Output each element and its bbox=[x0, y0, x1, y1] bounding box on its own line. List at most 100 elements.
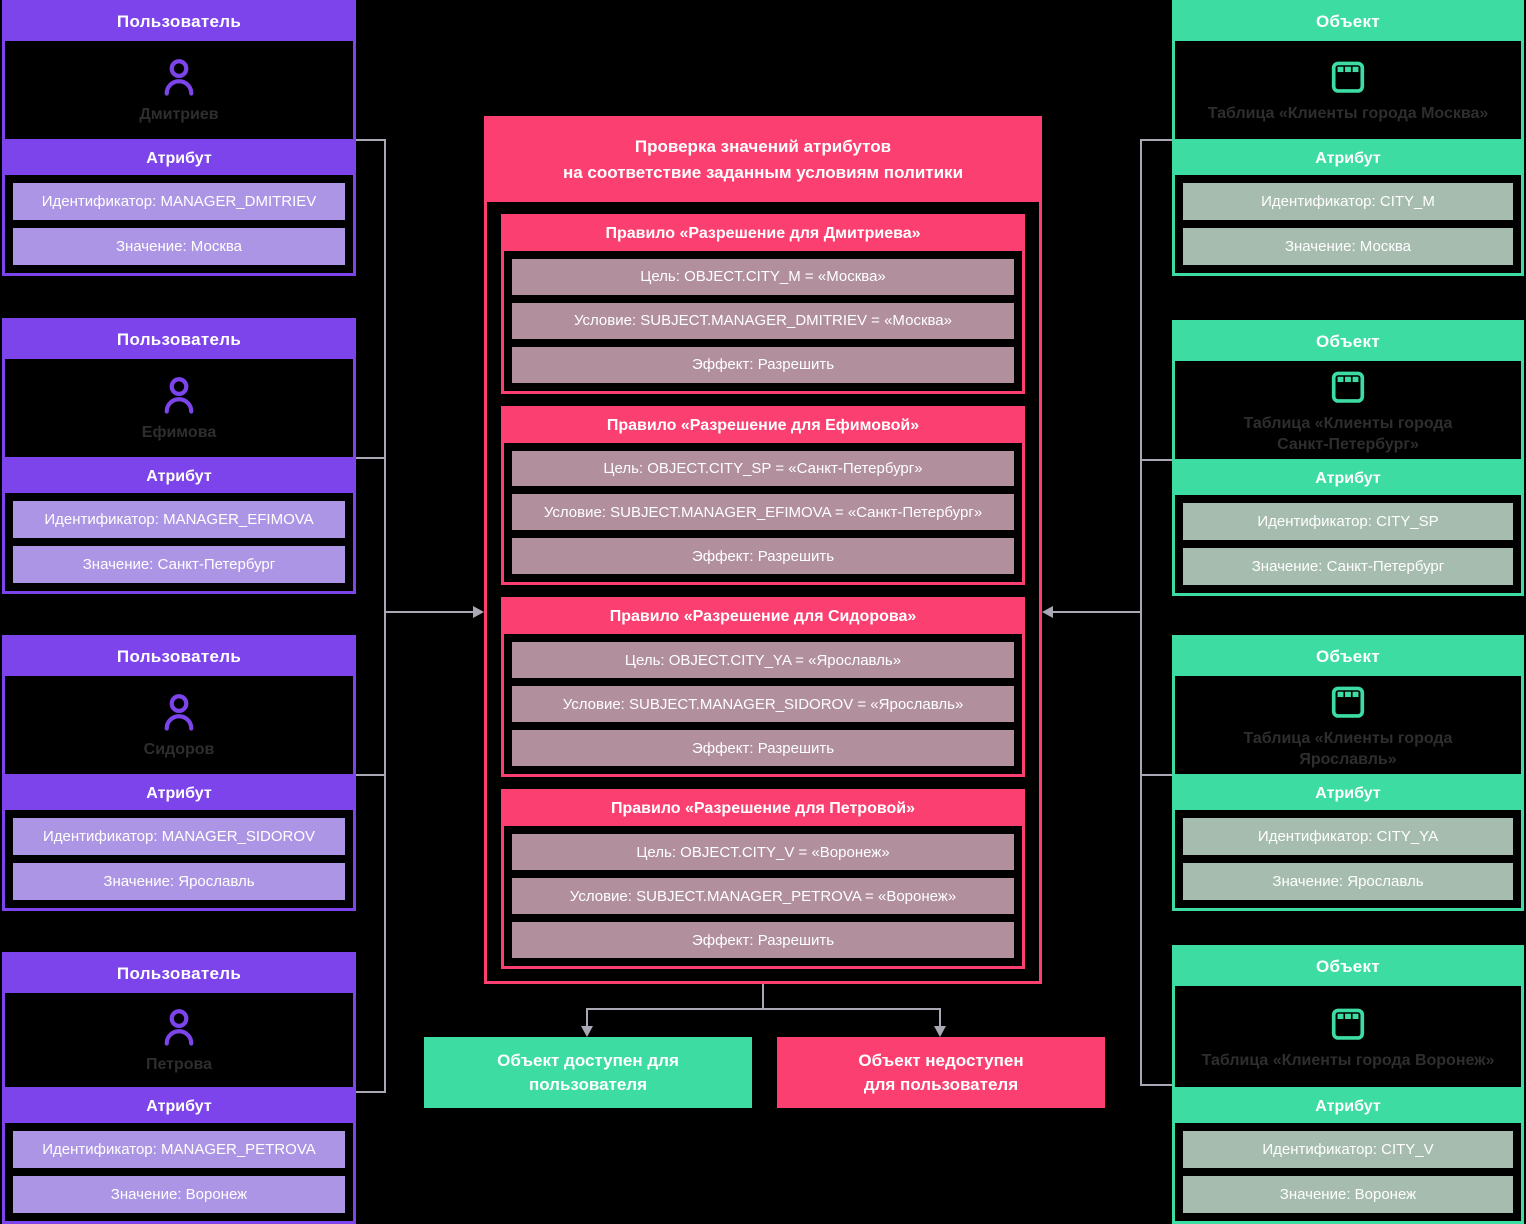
object-figure: Таблица «Клиенты города Москва» bbox=[1175, 41, 1521, 139]
allowed-arrowhead-icon bbox=[581, 1026, 593, 1037]
rule-target: Цель: OBJECT.CITY_V = «Воронеж» bbox=[512, 834, 1014, 871]
attribute-value: Значение: Воронеж bbox=[13, 1176, 345, 1213]
rule-effect: Эффект: Разрешить bbox=[512, 730, 1014, 767]
object-figure: Таблица «Клиенты города Санкт-Петербург» bbox=[1175, 361, 1521, 459]
user-icon bbox=[164, 1009, 194, 1046]
rule-efimova: Правило «Разрешение для Ефимовой» Цель: … bbox=[501, 405, 1025, 586]
user-attribute-section: Атрибут Идентификатор: MANAGER_SIDOROV З… bbox=[5, 774, 353, 908]
denied-arrowhead-icon bbox=[934, 1026, 946, 1037]
object-card-header: Объект bbox=[1175, 3, 1521, 41]
connector-left-stub-3 bbox=[356, 774, 384, 776]
attribute-label: Атрибут bbox=[1175, 777, 1521, 810]
left-arrowhead-icon bbox=[473, 606, 484, 618]
rule-dmitriev: Правило «Разрешение для Дмитриева» Цель:… bbox=[501, 213, 1025, 394]
rule-target: Цель: OBJECT.CITY_M = «Москва» bbox=[512, 258, 1014, 295]
attribute-label: Атрибут bbox=[1175, 142, 1521, 175]
rule-sidorov: Правило «Разрешение для Сидорова» Цель: … bbox=[501, 597, 1025, 778]
user-card-dmitriev: Пользователь Дмитриев Атрибут Идентифика… bbox=[2, 0, 356, 276]
object-card-yaroslavl: Объект Таблица «Клиенты города Ярославль… bbox=[1172, 635, 1524, 911]
attribute-label: Атрибут bbox=[5, 142, 353, 175]
attribute-identifier: Идентификатор: MANAGER_EFIMOVA bbox=[13, 501, 345, 538]
connector-bottom-branch bbox=[586, 1008, 941, 1010]
connector-right-arrow-line bbox=[1053, 611, 1140, 613]
user-attribute-section: Атрибут Идентификатор: MANAGER_PETROVA З… bbox=[5, 1087, 353, 1221]
attribute-value: Значение: Москва bbox=[13, 228, 345, 265]
user-card-efimova: Пользователь Ефимова Атрибут Идентификат… bbox=[2, 318, 356, 594]
user-card-header: Пользователь bbox=[5, 3, 353, 41]
attribute-label: Атрибут bbox=[1175, 1090, 1521, 1123]
user-card-petrova: Пользователь Петрова Атрибут Идентификат… bbox=[2, 952, 356, 1224]
user-name: Ефимова bbox=[141, 424, 217, 442]
user-card-header: Пользователь bbox=[5, 638, 353, 676]
rule-effect: Эффект: Разрешить bbox=[512, 538, 1014, 575]
table-icon bbox=[1331, 686, 1365, 718]
policy-panel-title: Проверка значений атрибутов на соответст… bbox=[487, 119, 1039, 202]
rule-condition: Условие: SUBJECT.MANAGER_EFIMOVA = «Санк… bbox=[512, 494, 1014, 531]
policy-check-panel: Проверка значений атрибутов на соответст… bbox=[484, 116, 1042, 984]
user-icon bbox=[164, 377, 194, 414]
rule-title: Правило «Разрешение для Ефимовой» bbox=[504, 408, 1022, 443]
attribute-label: Атрибут bbox=[1175, 462, 1521, 495]
connector-left-bus bbox=[384, 139, 386, 1093]
rule-effect: Эффект: Разрешить bbox=[512, 346, 1014, 383]
rule-condition: Условие: SUBJECT.MANAGER_PETROVA = «Воро… bbox=[512, 878, 1014, 915]
connector-drop-denied bbox=[939, 1008, 941, 1028]
attribute-value: Значение: Москва bbox=[1183, 228, 1513, 265]
user-card-header: Пользователь bbox=[5, 321, 353, 359]
attribute-value: Значение: Ярославль bbox=[13, 863, 345, 900]
outcome-denied-line-2: для пользователя bbox=[863, 1074, 1019, 1094]
attribute-value: Значение: Санкт-Петербург bbox=[1183, 548, 1513, 585]
object-card-moscow: Объект Таблица «Клиенты города Москва» А… bbox=[1172, 0, 1524, 276]
object-card-header: Объект bbox=[1175, 948, 1521, 986]
object-name: Таблица «Клиенты города Москва» bbox=[1207, 105, 1489, 123]
rule-target: Цель: OBJECT.CITY_SP = «Санкт-Петербург» bbox=[512, 450, 1014, 487]
attribute-identifier: Идентификатор: CITY_YA bbox=[1183, 818, 1513, 855]
user-figure: Дмитриев bbox=[5, 41, 353, 139]
outcome-denied-line-1: Объект недоступен bbox=[858, 1050, 1024, 1070]
connector-drop-allowed bbox=[586, 1008, 588, 1028]
rule-target: Цель: OBJECT.CITY_YA = «Ярославль» bbox=[512, 642, 1014, 679]
rule-title: Правило «Разрешение для Петровой» bbox=[504, 792, 1022, 827]
attribute-value: Значение: Ярославль bbox=[1183, 863, 1513, 900]
attribute-value: Значение: Воронеж bbox=[1183, 1176, 1513, 1213]
object-attribute-section: Атрибут Идентификатор: CITY_V Значение: … bbox=[1175, 1087, 1521, 1221]
connector-left-stub-2 bbox=[356, 457, 384, 459]
user-figure: Петрова bbox=[5, 993, 353, 1087]
policy-rules-list: Правило «Разрешение для Дмитриева» Цель:… bbox=[487, 201, 1039, 981]
connector-bottom-stem bbox=[762, 984, 764, 1010]
attribute-identifier: Идентификатор: MANAGER_SIDOROV bbox=[13, 818, 345, 855]
object-name: Таблица «Клиенты города Воронеж» bbox=[1201, 1051, 1495, 1069]
connector-right-stub-4 bbox=[1142, 1084, 1172, 1086]
object-card-voronezh: Объект Таблица «Клиенты города Воронеж» … bbox=[1172, 945, 1524, 1224]
user-attribute-section: Атрибут Идентификатор: MANAGER_EFIMOVA З… bbox=[5, 457, 353, 591]
connector-right-stub-2 bbox=[1142, 459, 1172, 461]
object-card-header: Объект bbox=[1175, 638, 1521, 676]
policy-title-line-2: на соответствие заданным условиям полити… bbox=[562, 163, 964, 183]
right-arrowhead-icon bbox=[1042, 606, 1053, 618]
table-icon bbox=[1331, 371, 1365, 403]
user-attribute-section: Атрибут Идентификатор: MANAGER_DMITRIEV … bbox=[5, 139, 353, 273]
attribute-value: Значение: Санкт-Петербург bbox=[13, 546, 345, 583]
attribute-identifier: Идентификатор: CITY_V bbox=[1183, 1131, 1513, 1168]
attribute-label: Атрибут bbox=[5, 1090, 353, 1123]
user-name: Дмитриев bbox=[139, 106, 219, 124]
connector-left-stub-1 bbox=[356, 139, 384, 141]
connector-right-bus bbox=[1140, 139, 1142, 1086]
attribute-identifier: Идентификатор: CITY_SP bbox=[1183, 503, 1513, 540]
connector-left-arrow-line bbox=[384, 611, 474, 613]
attribute-identifier: Идентификатор: MANAGER_PETROVA bbox=[13, 1131, 345, 1168]
outcome-denied-box: Объект недоступен для пользователя bbox=[777, 1037, 1105, 1108]
policy-title-line-1: Проверка значений атрибутов bbox=[634, 137, 892, 156]
connector-right-stub-1 bbox=[1142, 139, 1172, 141]
user-name: Сидоров bbox=[143, 741, 215, 759]
outcome-allowed-line-2: пользователя bbox=[528, 1074, 648, 1094]
object-figure: Таблица «Клиенты города Воронеж» bbox=[1175, 986, 1521, 1087]
outcome-allowed-box: Объект доступен для пользователя bbox=[424, 1037, 752, 1108]
user-name: Петрова bbox=[145, 1056, 213, 1074]
user-card-header: Пользователь bbox=[5, 955, 353, 993]
connector-right-stub-3 bbox=[1142, 774, 1172, 776]
rule-title: Правило «Разрешение для Дмитриева» bbox=[504, 216, 1022, 251]
object-attribute-section: Атрибут Идентификатор: CITY_M Значение: … bbox=[1175, 139, 1521, 273]
table-icon bbox=[1331, 1008, 1365, 1040]
